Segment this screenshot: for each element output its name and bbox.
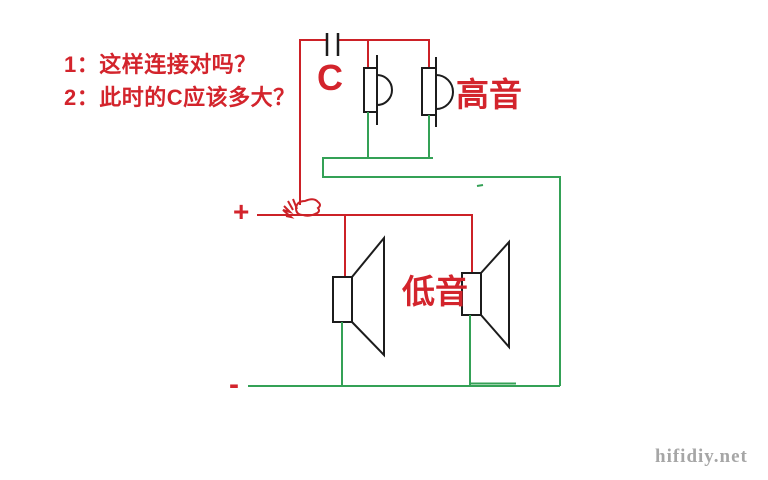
question-line-1: 1：这样连接对吗？ xyxy=(64,52,257,77)
tweeter-2-symbol xyxy=(421,57,454,127)
woofer-1-symbol xyxy=(332,235,385,358)
positive-rail-red-wires xyxy=(257,39,473,277)
positive-terminal-label: + xyxy=(233,196,250,227)
wire-splice-knot xyxy=(282,198,321,219)
watermark: hifidiy.net xyxy=(655,446,748,467)
stray-green-mark xyxy=(476,184,484,187)
negative-terminal-label: - xyxy=(229,368,239,401)
woofer-2-symbol xyxy=(461,239,510,350)
tweeter-1-symbol xyxy=(363,55,393,125)
question-line-2: 2：此时的C应该多大？ xyxy=(64,85,296,110)
tweeter-label: 高音 xyxy=(456,76,522,113)
woofer-label: 低音 xyxy=(402,273,468,310)
capacitor-symbol xyxy=(325,33,340,56)
capacitor-label: C xyxy=(317,57,343,98)
ground-rail-green-wires xyxy=(248,112,561,387)
